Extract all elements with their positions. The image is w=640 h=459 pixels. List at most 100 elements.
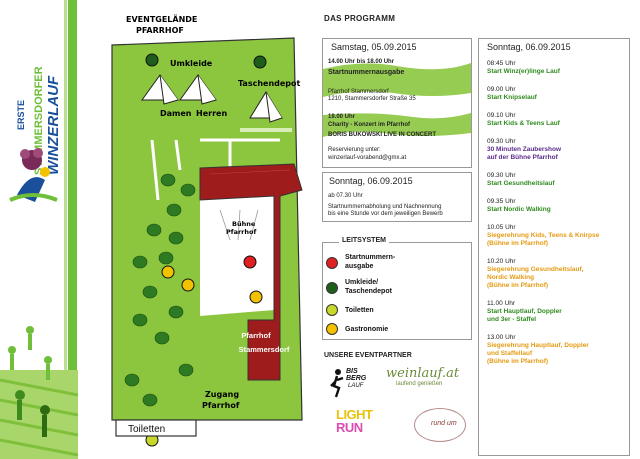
legend-heading: LEITSYSTEM — [339, 237, 389, 244]
legend-label-umkleide-line1: Umkleide/ — [345, 279, 379, 286]
sunday-box: Sonntag, 06.09.2015 ab 07.30 Uhr Startnu… — [322, 172, 472, 222]
schedule-event-line: Siegerehrung Kids, Teens & Knirpse — [487, 232, 600, 239]
tent-labels — [240, 128, 292, 132]
schedule-event-line: Siegerehrung Gesundheitslauf, — [487, 266, 584, 273]
schedule-event-line: Siegerehrung Hauptlauf, Doppler — [487, 342, 589, 349]
schedule-time: 08:45 Uhr — [487, 60, 516, 67]
partner-run: RUN — [336, 420, 363, 435]
sun-desc1: Startnummernabholung und Nachnennung — [328, 204, 442, 210]
schedule-event-line: (Bühne im Pfarrhof) — [487, 240, 549, 247]
marker-umkleide — [145, 53, 159, 67]
schedule-time: 10.20 Uhr — [487, 258, 516, 265]
schedule-event-line: und Staffellauf — [487, 350, 533, 357]
partner-light: LIGHT — [336, 407, 373, 422]
legend-label-umkleide-line2: Taschendepot — [345, 288, 392, 295]
paths — [150, 138, 280, 201]
schedule-event-line: Start Winz(er)linge Lauf — [487, 68, 560, 75]
sidebar-title-line2: WINZERLAUF — [45, 75, 62, 175]
label-toiletten: Toiletten — [128, 424, 165, 435]
marker-taschendepot — [253, 55, 267, 69]
partner-berg: BERG — [346, 375, 367, 382]
legend-box: LEITSYSTEM Startnummern- ausgabe Umkleid… — [322, 237, 472, 340]
schedule-event-line: (Bühne im Pfarrhof) — [487, 358, 549, 365]
green-brush-highlight-2 — [323, 113, 471, 137]
green-brush-highlight — [323, 63, 471, 97]
vineyard-runners-illustration — [0, 326, 78, 459]
program-heading: DAS PROGRAMM — [324, 14, 396, 23]
schedule-time: 13.00 Uhr — [487, 334, 516, 341]
label-taschendepot: Taschendepot — [238, 79, 301, 88]
runner-silhouette-icon — [330, 369, 344, 398]
sat-res2: winzerlauf-vorabend@gmx.at — [328, 155, 407, 161]
event-sidebar: STAMMERSDORFER WINZERLAUF ERSTE — [0, 0, 78, 459]
sidebar-title-line1: STAMMERSDORFER — [33, 66, 45, 175]
partner-lightrun[interactable]: LIGHT RUN — [336, 408, 373, 434]
partner-weinlauf-name: weinlauf.at — [386, 366, 460, 381]
schedule-time: 09.35 Uhr — [487, 198, 516, 205]
legend-dot-startnummer — [326, 257, 338, 269]
partner-rundum-name: rund um — [431, 420, 457, 427]
sunday-date: Sonntag, 06.09.2015 — [329, 176, 413, 186]
trees — [124, 173, 196, 407]
partner-bisberglauf[interactable]: BIS BERG LAUF — [330, 366, 374, 400]
tents — [141, 74, 283, 123]
sidebar-stripe-light — [64, 0, 67, 459]
sat-title2: Charity - Konzert im Pfarrhof — [328, 122, 411, 128]
label-umkleide: Umkleide — [170, 59, 213, 68]
legend-label-startnummer-line2: ausgabe — [345, 263, 374, 270]
sat-addr1: Pfarrhof Stammersdorf — [328, 89, 389, 95]
marker-gastro-3 — [249, 290, 263, 304]
saturday-date: Samstag, 05.09.2015 — [331, 42, 417, 52]
schedule-event-line: (Bühne im Pfarrhof) — [487, 282, 549, 289]
label-buehne-line1: Bühne — [232, 220, 256, 228]
marker-gastro-1 — [161, 265, 175, 279]
label-buehne-line2: Pfarrhof — [226, 228, 256, 236]
building-roof-line — [209, 169, 291, 175]
schedule-date: Sonntag, 06.09.2015 — [487, 42, 571, 52]
partners-heading: UNSERE EVENTPARTNER — [324, 352, 412, 359]
partner-weinlauf-tagline: laufend genießen — [396, 381, 443, 387]
legend-dot-toiletten — [326, 304, 338, 316]
schedule-event-line: Start Nordic Walking — [487, 206, 551, 213]
label-zugang-line1: Zugang — [205, 390, 239, 399]
label-damen: Damen — [160, 109, 192, 118]
sat-res1: Reservierung unter: — [328, 147, 381, 153]
partner-bis: BIS — [346, 368, 358, 375]
marker-startnummer — [243, 255, 257, 269]
schedule-box: Sonntag, 06.09.2015 — [478, 38, 630, 456]
schedule-time: 09.30 Uhr — [487, 138, 516, 145]
label-herren: Herren — [196, 109, 227, 118]
toiletten-box — [115, 419, 197, 437]
legend-dot-gastronomie — [326, 323, 338, 335]
legend-label-gastronomie: Gastronomie — [345, 326, 389, 333]
marker-gastro-2 — [181, 278, 195, 292]
sponsor-brand: ERSTE — [16, 100, 26, 130]
sat-title1: Startnummernausgabe — [328, 69, 405, 76]
sidebar-stripe — [68, 0, 77, 459]
partner-rundum[interactable]: rund um — [414, 408, 466, 442]
map-title-line1: EVENTGELÄNDE — [126, 14, 197, 24]
schedule-time: 09.10 Uhr — [487, 112, 516, 119]
schedule-event-line: Nordic Walking — [487, 274, 535, 281]
schedule-event-line: Start Gesundheitslauf — [487, 180, 555, 187]
sat-time1: 14.00 Uhr bis 18.00 Uhr — [328, 59, 395, 65]
label-pfarrhof-line2: Stammersdorf — [239, 345, 290, 354]
schedule-event-line: Start Hauptlauf, Doppler — [487, 308, 562, 315]
sun-desc2: bis eine Stunde vor dem jeweiligen Bewer… — [328, 211, 443, 217]
partner-lauf: LAUF — [348, 383, 364, 389]
legend-label-startnummer-line1: Startnummern- — [345, 254, 396, 261]
partner-weinlauf[interactable]: weinlauf.at laufend genießen — [386, 366, 459, 387]
legend-label-toiletten: Toiletten — [345, 307, 374, 314]
schedule-time: 10.05 Uhr — [487, 224, 516, 231]
schedule-time: 11.00 Uhr — [487, 300, 516, 307]
schedule-event-line: Start Kids & Teens Lauf — [487, 120, 560, 127]
sidebar-title: STAMMERSDORFER WINZERLAUF ERSTE — [16, 66, 62, 175]
legend-dot-umkleide — [326, 282, 338, 294]
sat-time2: 19.00 Uhr — [328, 114, 356, 120]
